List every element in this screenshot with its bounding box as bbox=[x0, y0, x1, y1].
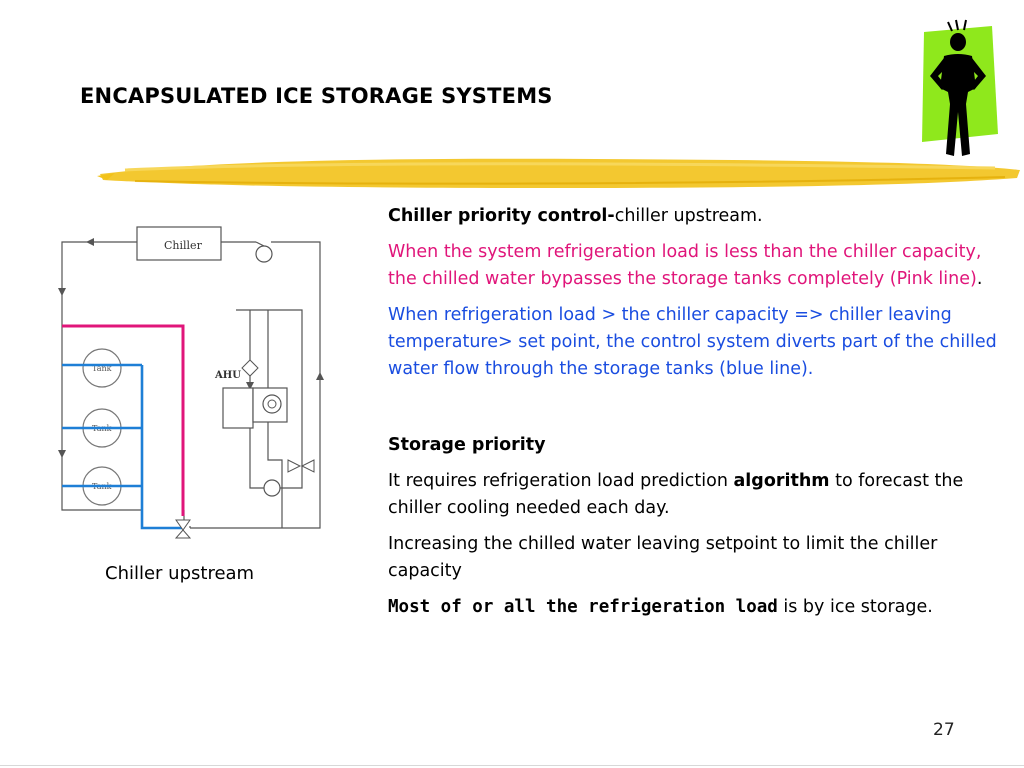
algorithm-pre: It requires refrigeration load predictio… bbox=[388, 471, 734, 491]
algorithm-post: to forecast the chiller cooling needed e… bbox=[388, 471, 964, 518]
chiller-box bbox=[136, 226, 222, 261]
ahu-label: AHU bbox=[214, 370, 241, 381]
last-bold: Most of or all the refrigeration load bbox=[388, 597, 778, 617]
blue-tank-line bbox=[62, 363, 182, 530]
mixing-valve-icon bbox=[175, 519, 191, 531]
bottom-divider bbox=[0, 765, 1024, 766]
diagram-caption: Chiller upstream bbox=[105, 563, 255, 584]
pink-paragraph-end: . bbox=[976, 269, 983, 289]
tank-1 bbox=[82, 348, 122, 388]
flow-arrows bbox=[58, 238, 324, 458]
pink-bypass-line bbox=[62, 324, 185, 516]
pink-paragraph-line: When the system refrigeration load is le… bbox=[388, 239, 998, 293]
last-rest: is by ice storage. bbox=[777, 597, 933, 617]
blue-paragraph: When refrigeration load > the chiller ca… bbox=[388, 305, 997, 379]
chiller-priority-heading: Chiller priority control- bbox=[388, 206, 615, 226]
setpoint-paragraph: Increasing the chilled water leaving set… bbox=[388, 534, 938, 581]
three-way-valve-icon bbox=[287, 459, 302, 473]
algorithm-word: algorithm bbox=[733, 471, 830, 491]
ahu-box bbox=[222, 387, 254, 429]
chiller-upstream-diagram: Chiller AHU Tank Tank Tank bbox=[58, 226, 324, 539]
chiller-label: Chiller bbox=[164, 239, 203, 252]
last-paragraph: Most of or all the refrigeration load is… bbox=[388, 594, 998, 621]
slide-title: ENCAPSULATED ICE STORAGE SYSTEMS bbox=[80, 84, 553, 108]
spacer bbox=[388, 392, 998, 432]
chiller-priority-suffix: chiller upstream. bbox=[614, 206, 763, 226]
algorithm-paragraph: It requires refrigeration load predictio… bbox=[388, 468, 998, 522]
pump-icon bbox=[255, 245, 273, 263]
pump-bottom-icon bbox=[263, 479, 281, 497]
stressed-man-icon bbox=[922, 19, 998, 156]
brush-stroke-divider bbox=[97, 158, 1020, 188]
page-number: 27 bbox=[933, 720, 955, 740]
tank-label-1: Tank bbox=[92, 364, 112, 373]
valve-icon bbox=[241, 359, 259, 377]
content-text: Chiller priority control-chiller upstrea… bbox=[388, 203, 998, 630]
chiller-priority-line: Chiller priority control-chiller upstrea… bbox=[388, 203, 998, 230]
pink-paragraph: When the system refrigeration load is le… bbox=[388, 242, 982, 289]
storage-priority-heading: Storage priority bbox=[388, 435, 546, 455]
